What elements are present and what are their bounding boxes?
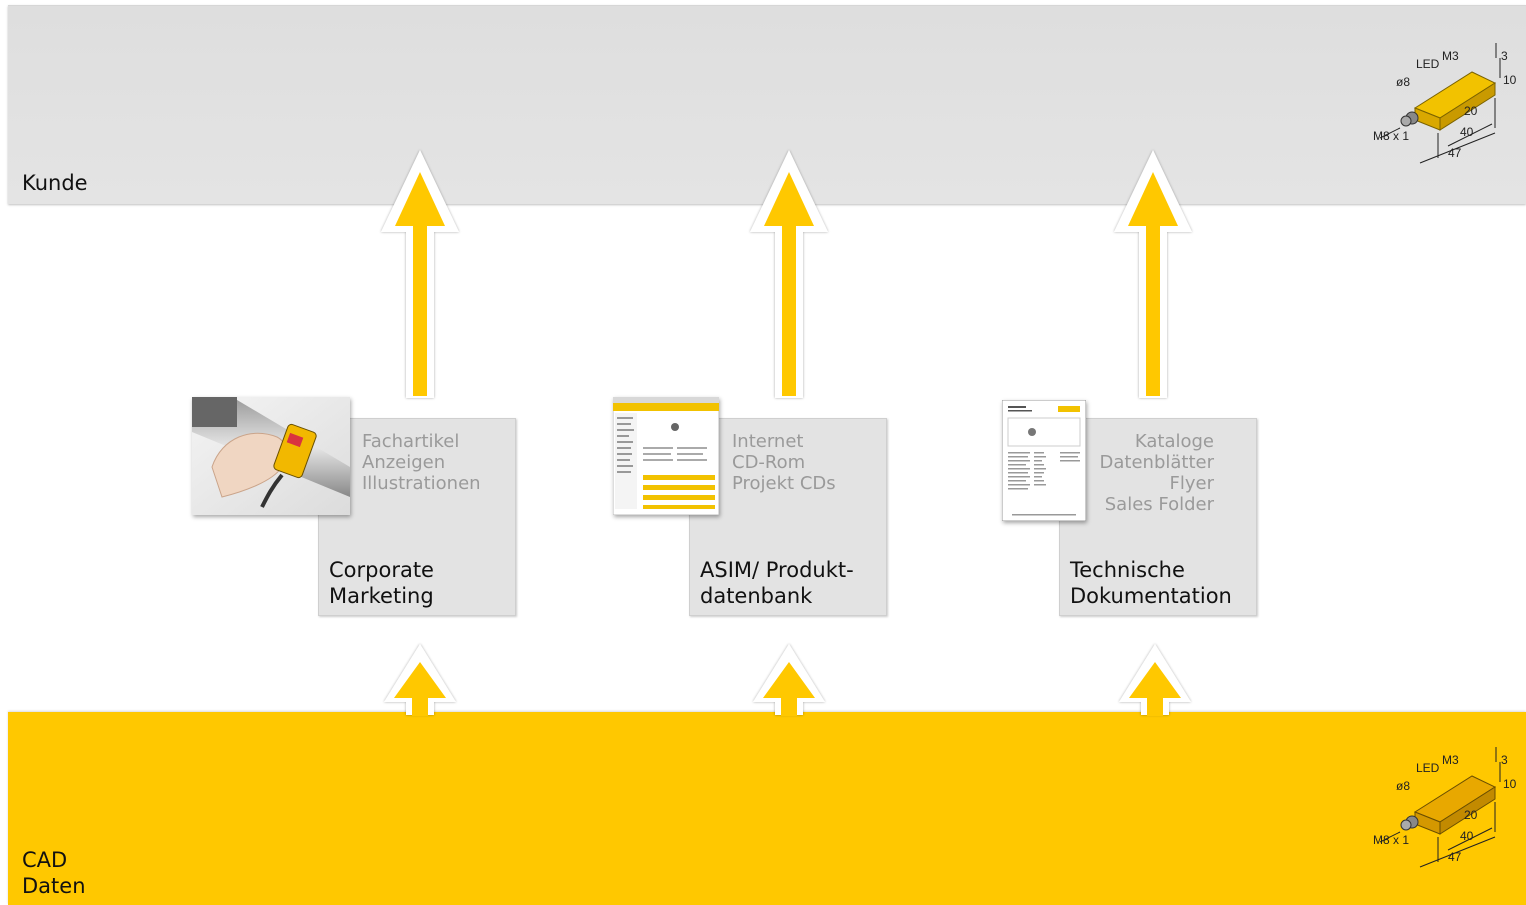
card-title-line: Technische [1070,558,1185,582]
dim-label: LED [1416,57,1440,71]
card-title-line: Corporate [329,558,434,582]
datasheet-document [1002,400,1086,521]
card-title-line: ASIM/ Produkt- [700,558,854,582]
arrow-up-icon [1114,150,1192,398]
card-technische-dokumentation: Kataloge Datenblätter Flyer Sales Folder… [1059,418,1257,616]
dim-label: 10 [1503,777,1517,791]
dim-label: M8 x 1 [1373,129,1409,143]
arrow-up-icon [1119,644,1191,716]
cad-daten-label: CAD Daten [22,847,86,899]
dim-label: 10 [1503,73,1517,87]
card-title: ASIM/ Produkt- datenbank [700,557,854,609]
dim-label: M3 [1442,49,1459,63]
dim-label: ø8 [1396,75,1410,89]
cad-daten-band: CAD Daten LED M3 3 10 ø8 20 40 M8 x 1 47 [8,712,1526,905]
website-screenshot [613,397,719,515]
card-item: Projekt CDs [732,473,836,494]
card-title-line: Dokumentation [1070,584,1232,608]
card-title-line: datenbank [700,584,813,608]
kunde-label: Kunde [22,171,88,195]
card-item: Internet [732,431,804,452]
arrow-up-icon [381,150,459,398]
arrow-up-icon [750,150,828,398]
card-title: Technische Dokumentation [1070,557,1232,609]
dim-label: LED [1416,761,1440,775]
dim-label: M3 [1442,753,1459,767]
card-item: Kataloge [1134,431,1214,452]
arrow-up-icon [384,644,456,716]
card-corporate-marketing: Fachartikel Anzeigen Illustrationen Corp… [318,418,516,616]
card-items: Fachartikel Anzeigen Illustrationen [362,431,481,494]
card-item: Illustrationen [362,473,481,494]
card-item: Datenblätter [1099,452,1214,473]
card-item: Fachartikel [362,431,460,452]
arrow-up-icon [753,644,825,716]
card-items: Internet CD-Rom Projekt CDs [732,431,836,494]
sensor-dimension-drawing-bottom: LED M3 3 10 ø8 20 40 M8 x 1 47 [1373,747,1517,868]
kunde-band: Kunde LED M3 3 10 ø8 20 40 M8 x 1 47 [8,5,1526,204]
card-title: Corporate Marketing [329,557,434,609]
dim-label: 20 [1464,104,1478,118]
card-items: Kataloge Datenblätter Flyer Sales Folder [1100,431,1214,515]
cad-label-line: CAD [22,848,68,872]
card-item: CD-Rom [732,452,806,473]
card-title-line: Marketing [329,584,434,608]
dim-label: 47 [1448,146,1462,160]
cad-label-line: Daten [22,874,86,898]
dim-label: 3 [1501,49,1508,63]
dim-label: 40 [1460,829,1474,843]
card-item: Sales Folder [1104,494,1214,515]
dim-label: ø8 [1396,779,1410,793]
dim-label: M8 x 1 [1373,833,1409,847]
card-item: Flyer [1169,473,1214,494]
dim-label: 47 [1448,850,1462,864]
dim-label: 40 [1460,125,1474,139]
sensor-dimension-drawing-top: LED M3 3 10 ø8 20 40 M8 x 1 47 [1373,43,1517,164]
dim-label: 3 [1501,753,1508,767]
dim-label: 20 [1464,808,1478,822]
card-item: Anzeigen [362,452,446,473]
photo-hand-sensor [192,397,350,515]
card-asim-produktdatenbank: Internet CD-Rom Projekt CDs ASIM/ Produk… [689,418,887,616]
